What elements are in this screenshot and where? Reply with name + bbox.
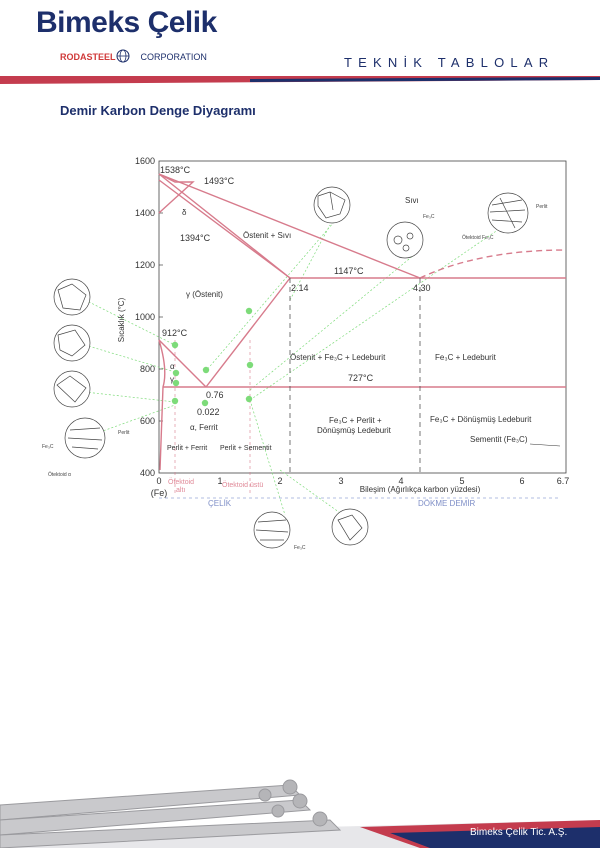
label-076: 0.76: [206, 390, 224, 400]
label-1538: 1538°C: [160, 165, 191, 175]
microstructure-icon: [253, 511, 291, 549]
state-point: [171, 341, 179, 349]
y-tick: 1000: [135, 312, 155, 322]
acm-line: [205, 277, 291, 388]
region-alpha: α: [170, 362, 175, 371]
region-fe3c-transformed-ledeburite: Fe₃C + Dönüşmüş Ledeburit: [430, 415, 532, 424]
x-origin-label: (Fe): [151, 488, 168, 498]
region-cementite: Sementit (Fe₃C): [470, 435, 528, 444]
label-1394: 1394°C: [180, 233, 211, 243]
y-tick: 1600: [135, 156, 155, 166]
section-title: TEKNİK TABLOLAR: [344, 55, 555, 70]
state-point: [172, 369, 180, 377]
steel-bars-illustration: [0, 779, 342, 848]
microstructure-icon: [53, 324, 91, 362]
label-steel: ÇELİK: [208, 499, 232, 508]
region-fe3c-ledeburite: Fe₃C + Ledeburit: [435, 353, 497, 362]
y-tick: 600: [140, 416, 155, 426]
state-point: [201, 399, 209, 407]
y-tick: 1200: [135, 260, 155, 270]
x-tick: 2: [277, 476, 282, 486]
region-pearlite-cementite: Perlit + Sementit: [220, 445, 272, 452]
x-tick: 4: [398, 476, 403, 486]
state-point: [245, 307, 253, 315]
state-point: [202, 366, 210, 374]
region-fe3c-pearlite: Fe₃C + Perlit +: [329, 416, 382, 425]
region-austenite-fe3c-ledeburite: Östenit + Fe₃C + Ledeburit: [290, 353, 386, 362]
microstructure-icon: [313, 186, 351, 224]
footer-company: Bimeks Çelik Tic. A.Ş.: [470, 827, 568, 838]
state-point: [172, 379, 180, 387]
ferrite-solvus: [158, 339, 166, 471]
micro-label-eutectoid-alpha: Ötektoid α: [48, 471, 71, 478]
region-austenite-liquid: Östenit + Sıvı: [243, 231, 291, 240]
label-hypoeutectoid-2: altı: [176, 487, 185, 494]
micro-label-fe3c: Fe₃C: [423, 214, 435, 220]
region-delta: δ: [182, 208, 187, 217]
sub-brand-suffix: CORPORATION: [140, 52, 207, 62]
x-tick: 0: [156, 476, 161, 486]
region-alpha-ferrite: α, Ferrit: [190, 423, 219, 432]
x-axis-label: Bileşim (Ağırlıkça karbon yüzdesi): [360, 485, 481, 494]
label-430: 4.30: [413, 283, 431, 293]
delta-region-boundary: [158, 173, 195, 214]
header-band: [0, 76, 600, 84]
label-727: 727°C: [348, 373, 374, 383]
region-fe3c-pearlite-2: Dönüşmüş Ledeburit: [317, 426, 392, 435]
label-cast-iron: DÖKME DEMİR: [418, 499, 476, 508]
y-tick: 1400: [135, 208, 155, 218]
sub-brand: RODASTEEL CORPORATION: [60, 52, 207, 62]
microstructure-icon: [331, 508, 369, 546]
graphite-liquidus: [419, 249, 567, 279]
x-tick: 1: [217, 476, 222, 486]
label-hypereutectoid: Ötektoid üstü: [222, 481, 263, 489]
region-liquid: Sıvı: [405, 196, 419, 205]
x-tick: 5: [459, 476, 464, 486]
label-hypoeutectoid: Ötektoid: [168, 478, 194, 486]
label-1493: 1493°C: [204, 176, 235, 186]
micro-label-fe3c-3: Fe₃C: [294, 545, 306, 551]
state-point: [246, 361, 254, 369]
x-tick: 3: [338, 476, 343, 486]
microstructure-icon: [53, 278, 91, 316]
y-tick: 400: [140, 468, 155, 478]
label-214: 2.14: [291, 283, 309, 293]
micro-label-perlit-2: Perlit: [118, 430, 130, 436]
solidus: [158, 179, 291, 279]
label-1147: 1147°C: [334, 266, 364, 276]
label-0022: 0.022: [197, 407, 220, 417]
liquidus-left: [158, 173, 291, 279]
brand-logo-text: Bimeks Çelik: [36, 6, 217, 39]
x-tick: 6: [519, 476, 524, 486]
microstructure-icon: [487, 192, 529, 234]
micro-label-fe3c-2: Fe₃C: [42, 444, 54, 450]
micro-label-perlit: Perlit: [536, 204, 548, 210]
region-gamma: γ: [170, 375, 174, 384]
state-point: [245, 395, 253, 403]
microstructure-icon: [64, 417, 106, 459]
micro-label-eutectoid-fe3c: Ötektoid Fe₃C: [462, 234, 494, 241]
iron-carbon-diagram: 400 600 800 1000 1200 1400 1600 Sıcaklık…: [42, 156, 570, 551]
liquidus-right: [158, 173, 421, 279]
region-austenite: γ (Östenit): [186, 290, 223, 299]
page-title: Demir Karbon Denge Diyagramı: [60, 103, 256, 118]
globe-icon: [116, 49, 130, 63]
y-axis-label: Sıcaklık (°C): [117, 297, 126, 342]
a3-line: [158, 339, 207, 388]
region-pearlite-ferrite: Perlit + Ferrit: [167, 445, 207, 452]
state-point: [171, 397, 179, 405]
label-912: 912°C: [162, 328, 188, 338]
sub-brand-name: RODASTEEL: [60, 52, 116, 62]
microstructure-icon: [53, 370, 91, 408]
y-tick: 800: [140, 364, 155, 374]
footer-graphic: [0, 779, 600, 848]
microstructure-icon: [386, 221, 424, 259]
x-tick: 6.7: [557, 476, 570, 486]
